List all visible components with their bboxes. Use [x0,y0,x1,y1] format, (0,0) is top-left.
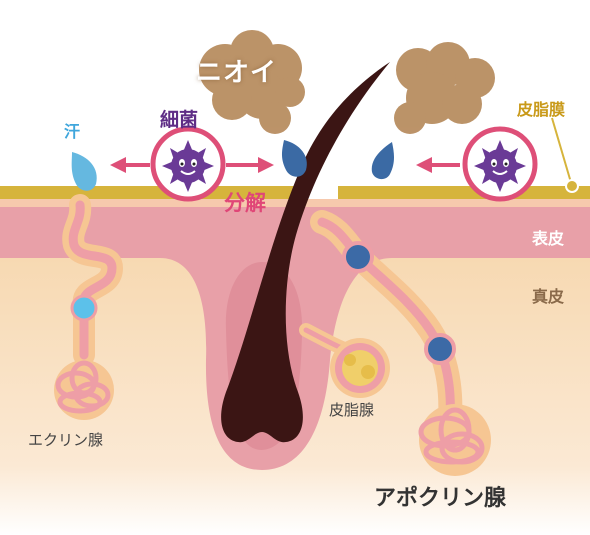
odor-label: ニオイ [196,58,278,88]
sweat-drop-icon [71,152,97,191]
spread-arrows [110,157,460,173]
decomposition-label: 分解 [224,191,266,215]
apocrine-gland [310,210,491,476]
dermis-label: 真皮 [532,287,565,306]
odor-smoke-icon [394,42,495,134]
eccrine-gland [54,194,123,420]
eccrine-gland-label: エクリン腺 [28,431,104,449]
bacteria-label: 細菌 [160,109,199,131]
bacteria-icon [150,126,226,202]
epidermis-label: 表皮 [532,229,565,248]
sebum-film-pointer-dot [565,179,579,193]
odor-drop-icon [371,142,394,180]
sebaceous-gland-label: 皮脂腺 [329,401,375,419]
sebum-film-label: 皮脂膜 [517,100,566,119]
odor-drop-icon [282,140,307,177]
sebum-film-right [338,186,590,199]
bacteria-icon [462,126,538,202]
sebum-film-pointer [551,117,573,187]
sebaceous-gland [299,323,390,398]
hair-shaft [221,62,390,443]
odor-smoke-icon [199,30,305,134]
sweat-label: 汗 [64,122,81,141]
apocrine-gland-label: アポクリン腺 [374,486,507,511]
